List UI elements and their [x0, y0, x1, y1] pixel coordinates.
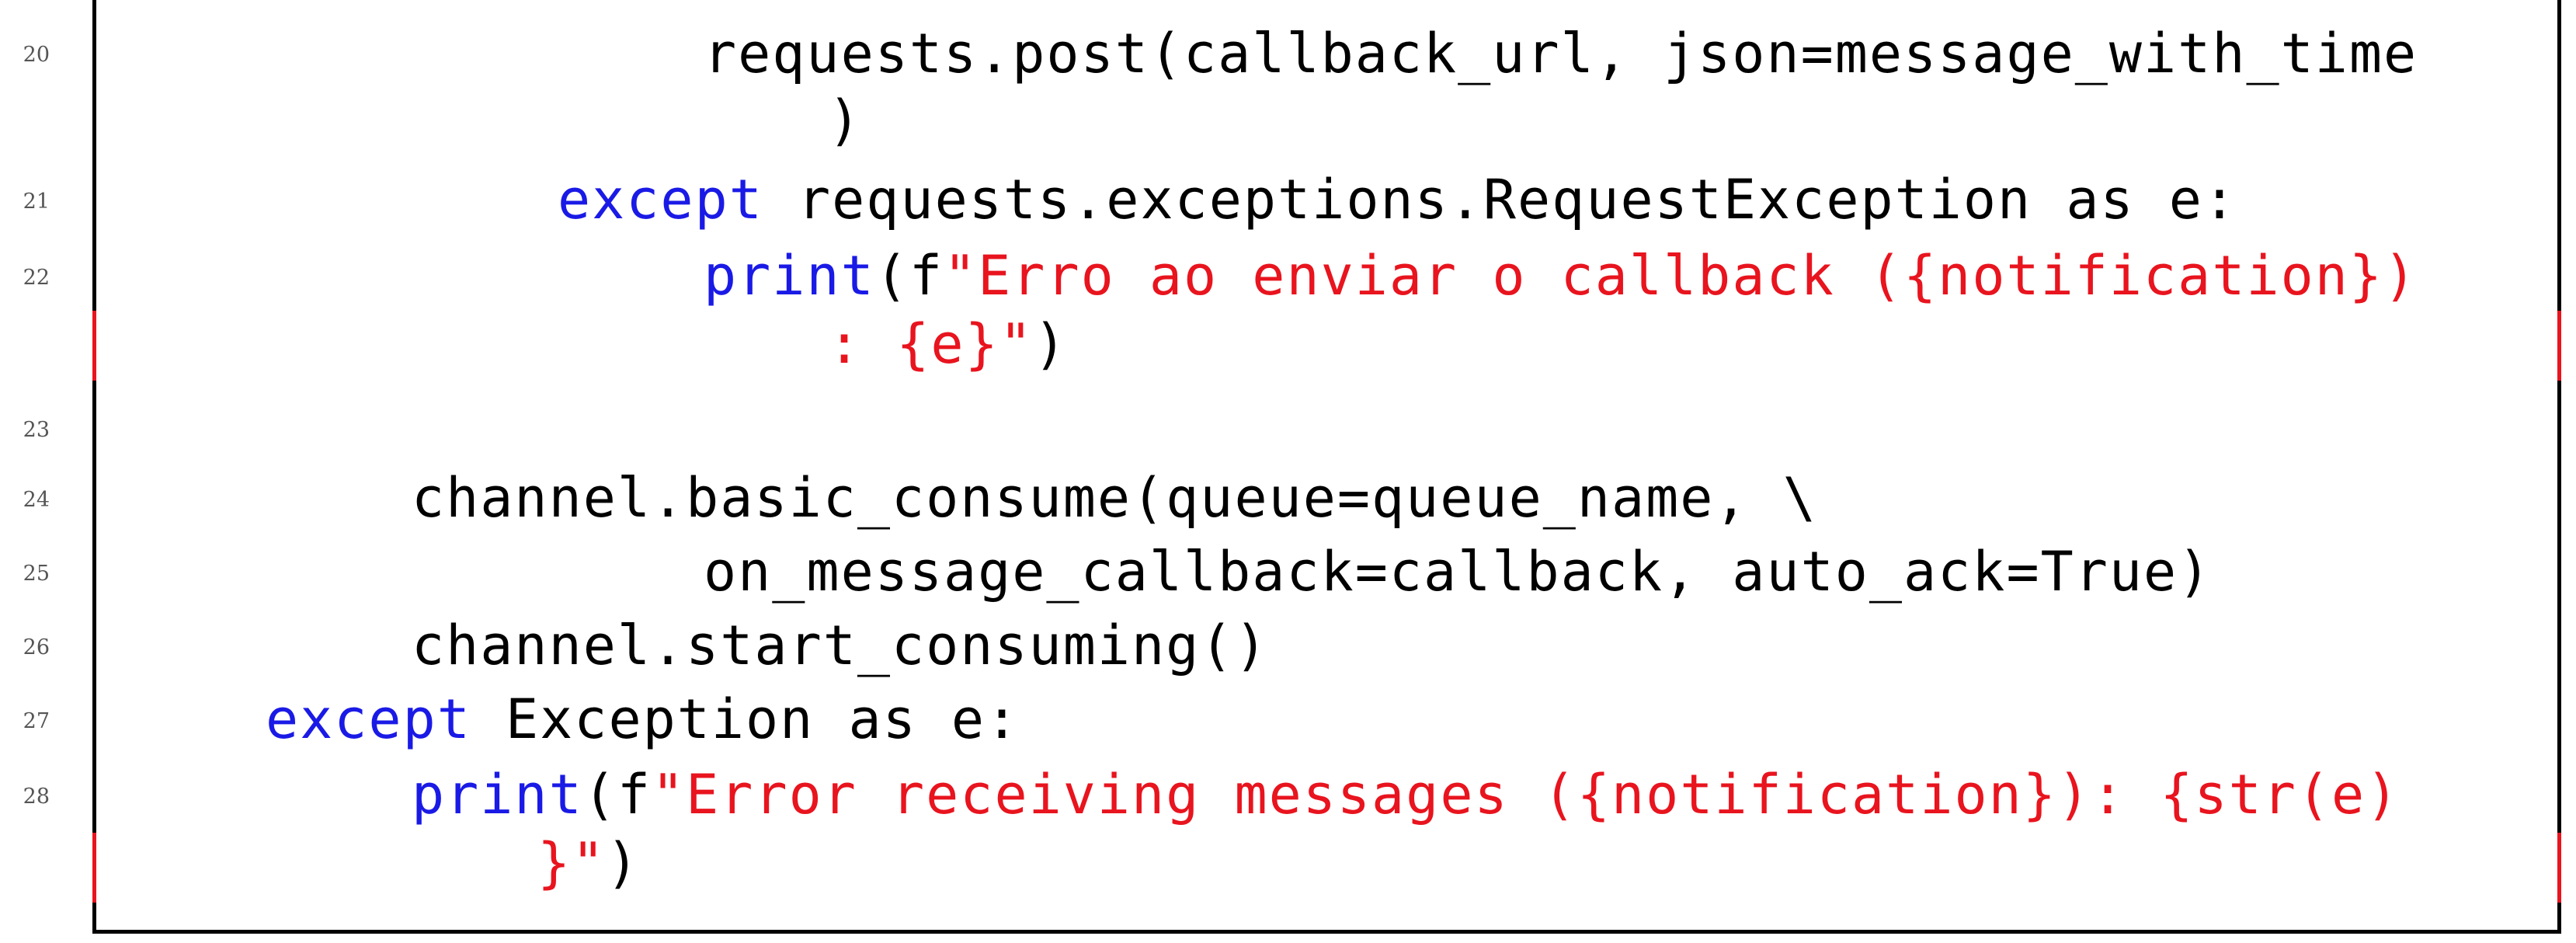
line-number: 21 — [23, 190, 50, 214]
code-line: channel.start_consuming() — [412, 618, 1269, 673]
frame-right-border — [2557, 0, 2561, 934]
code-line: except requests.exceptions.RequestExcept… — [558, 172, 2237, 227]
keyword-token: print — [412, 763, 583, 826]
line-number: 25 — [23, 562, 50, 586]
line-number: 27 — [23, 709, 50, 733]
line-number: 23 — [23, 418, 50, 442]
string-token: }" — [537, 831, 607, 895]
line-break-marker — [92, 833, 96, 903]
code-token: channel.basic_consume(queue=queue_name, … — [412, 466, 1817, 530]
code-token: ) — [828, 89, 863, 152]
line-break-marker — [2557, 311, 2561, 381]
code-token: requests.exceptions.RequestException as … — [763, 168, 2238, 231]
code-line-continuation: : {e}") — [828, 317, 1068, 371]
string-token: "Error receiving messages ({notification… — [652, 763, 2400, 826]
code-token: (f — [874, 244, 944, 308]
line-number: 26 — [23, 635, 50, 659]
frame-bottom-border — [92, 930, 2561, 934]
string-token: "Erro ao enviar o callback ({notificatio… — [944, 244, 2418, 308]
line-number: 24 — [23, 488, 50, 512]
code-token: requests.post(callback_url, json=message… — [704, 22, 2418, 85]
line-number: 20 — [23, 43, 50, 67]
keyword-token: except — [558, 168, 763, 231]
code-line: on_message_callback=callback, auto_ack=T… — [704, 545, 2212, 599]
frame-left-border — [92, 0, 96, 934]
code-token: ) — [1033, 312, 1069, 376]
code-line: channel.basic_consume(queue=queue_name, … — [412, 471, 1817, 525]
line-break-marker — [2557, 833, 2561, 903]
code-line: requests.post(callback_url, json=message… — [704, 26, 2418, 81]
code-line-continuation: ) — [828, 93, 862, 148]
line-number: 28 — [23, 785, 50, 809]
code-token: (f — [582, 763, 652, 826]
code-line: except Exception as e: — [266, 692, 1020, 746]
string-token: : {e}" — [828, 312, 1034, 376]
code-token: ) — [606, 831, 641, 895]
code-line: print(f"Erro ao enviar o callback ({noti… — [704, 249, 2418, 303]
line-break-marker — [92, 311, 96, 381]
code-token: Exception as e: — [471, 687, 1020, 751]
code-token: channel.start_consuming() — [412, 614, 1269, 677]
keyword-token: print — [704, 244, 875, 308]
code-line-continuation: }") — [537, 836, 640, 890]
line-number: 22 — [23, 266, 50, 290]
code-token: on_message_callback=callback, auto_ack=T… — [704, 540, 2213, 604]
code-line: print(f"Error receiving messages ({notif… — [412, 767, 2400, 822]
keyword-token: except — [266, 687, 471, 751]
